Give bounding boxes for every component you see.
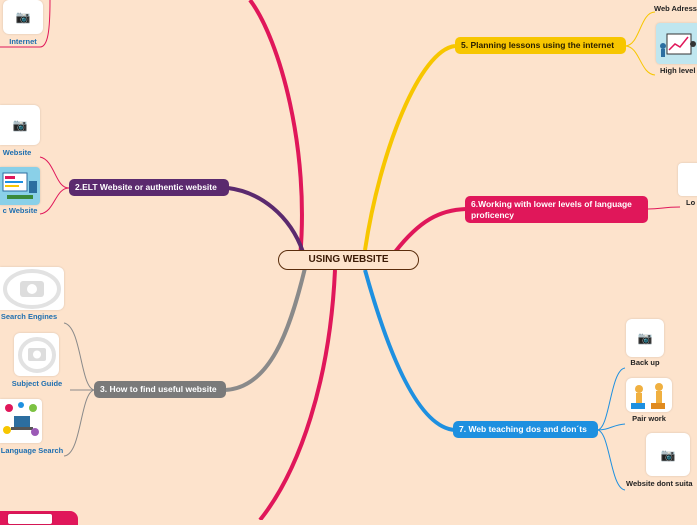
website-image: 📷 xyxy=(0,105,40,145)
link-elt xyxy=(227,186,305,253)
branch-lower-levels[interactable]: 6.Working with lower levels of language … xyxy=(465,196,648,224)
link-lower xyxy=(393,207,467,254)
link-top-left xyxy=(248,0,304,259)
pair-work-image xyxy=(626,378,672,412)
leaf-authentic-website[interactable]: c Website xyxy=(2,206,38,215)
language-network-icon xyxy=(3,402,39,436)
leaf-back-up[interactable]: Back up xyxy=(630,358,660,367)
partial-image xyxy=(8,514,52,524)
leaf-website[interactable]: Website xyxy=(2,148,32,157)
branch-planning-lessons[interactable]: 5. Planning lessons using the internet xyxy=(455,37,626,54)
leaf-low-level[interactable]: Lo xyxy=(686,198,696,207)
website-dont-suit-image: 📷 xyxy=(646,433,690,476)
link-web-teaching xyxy=(363,269,456,432)
camera-icon: 📷 xyxy=(660,447,676,462)
central-topic[interactable]: USING WEBSITE xyxy=(278,250,419,270)
language-search-image xyxy=(0,399,42,443)
internet-image: 📷 xyxy=(3,0,43,34)
leaf-language-search[interactable]: Language Search xyxy=(0,446,64,455)
back-up-image: 📷 xyxy=(626,319,664,357)
people-puzzle-icon xyxy=(631,383,665,409)
leaf-high-level[interactable]: High level xyxy=(660,66,696,75)
camera-icon: 📷 xyxy=(637,331,653,345)
camera-icon: 📷 xyxy=(15,10,31,24)
leaf-web-adress[interactable]: Web Adress xyxy=(654,4,697,13)
leaf-pair-work[interactable]: Pair work xyxy=(632,414,666,423)
link-planning xyxy=(363,44,456,251)
branch-find-website[interactable]: 3. How to find useful website xyxy=(94,381,226,398)
high-level-image xyxy=(656,23,697,64)
search-engines-image xyxy=(0,267,64,310)
chart-illustration-icon xyxy=(659,33,696,57)
leaf-internet[interactable]: Internet xyxy=(9,37,37,46)
link-find xyxy=(224,267,307,392)
camera-icon: 📷 xyxy=(12,118,28,132)
branch-web-teaching[interactable]: 7. Web teaching dos and don´ts xyxy=(453,421,598,438)
leaf-website-dont-suit[interactable]: Website dont suita xyxy=(626,479,693,488)
authentic-website-image xyxy=(0,167,40,205)
link-bottom-left xyxy=(258,269,337,520)
subject-guide-image xyxy=(14,333,59,376)
website-illustration-icon xyxy=(2,172,37,199)
low-level-image xyxy=(678,163,697,196)
camera-icon xyxy=(3,268,61,309)
leaf-subject-guide[interactable]: Subject Guide xyxy=(11,379,63,388)
leaf-search-engines[interactable]: Search Engines xyxy=(0,312,58,321)
camera-icon xyxy=(17,336,56,373)
branch-elt-website[interactable]: 2.ELT Website or authentic website xyxy=(69,179,229,196)
